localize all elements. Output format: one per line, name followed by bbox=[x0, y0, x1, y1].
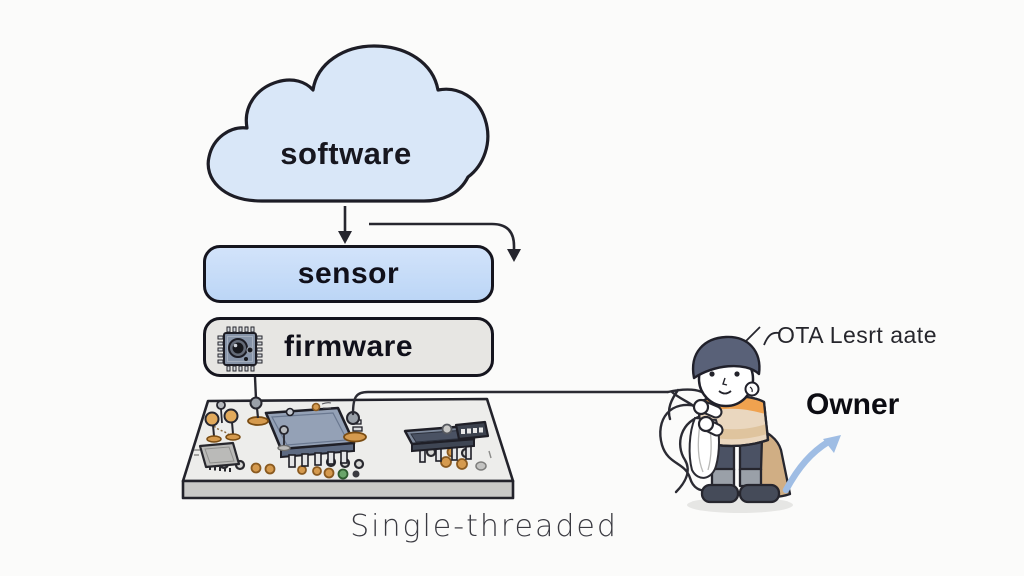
software-cloud bbox=[206, 44, 490, 203]
owner-arrow bbox=[782, 435, 841, 494]
sensor-box-label: sensor bbox=[297, 257, 400, 290]
owner-mouth bbox=[718, 390, 732, 395]
owner-callout-line bbox=[745, 326, 780, 346]
ota-callout-label: OTA Lesrt aate bbox=[777, 322, 937, 348]
owner-arrow-shaft bbox=[782, 438, 832, 494]
sensor-box: sensor bbox=[203, 245, 494, 303]
owner-eye-left bbox=[709, 371, 715, 377]
green-pad bbox=[337, 468, 349, 480]
owner-hand-lower bbox=[697, 415, 715, 433]
camera-chip-icon bbox=[217, 326, 263, 372]
cloud-shape bbox=[206, 44, 490, 203]
board-large-chip bbox=[264, 402, 364, 468]
firmware-box: firmware bbox=[203, 317, 494, 377]
owner-label: Owner bbox=[806, 388, 900, 421]
board-to-owner-wire bbox=[351, 388, 711, 494]
board-front-face bbox=[181, 479, 515, 500]
owner-head bbox=[691, 326, 780, 408]
owner-arms bbox=[692, 398, 724, 437]
board-caption: Single-threaded bbox=[350, 509, 618, 544]
firmware-box-label: firmware bbox=[283, 330, 414, 363]
owner-arrowhead bbox=[823, 435, 841, 453]
flow-arrows bbox=[338, 206, 521, 262]
board-pins bbox=[204, 396, 367, 452]
owner-nose bbox=[722, 377, 728, 386]
circuit-board bbox=[181, 396, 515, 500]
wire-tangle bbox=[659, 388, 711, 494]
owner-figure bbox=[687, 326, 793, 513]
owner-eye-right bbox=[734, 371, 740, 377]
board-right-connector bbox=[441, 420, 490, 441]
cloud-label: software bbox=[280, 136, 412, 171]
firmware-board-connector-line bbox=[253, 376, 258, 400]
wire-main bbox=[351, 390, 670, 416]
arrowhead-down bbox=[338, 231, 352, 244]
board-small-chip bbox=[198, 441, 241, 472]
owner-hand-upper bbox=[692, 398, 710, 416]
arrowhead-branch bbox=[507, 249, 521, 262]
solder-trace bbox=[213, 425, 233, 439]
owner-beanie bbox=[691, 335, 761, 380]
arrow-cloud-branch-right bbox=[369, 222, 516, 250]
